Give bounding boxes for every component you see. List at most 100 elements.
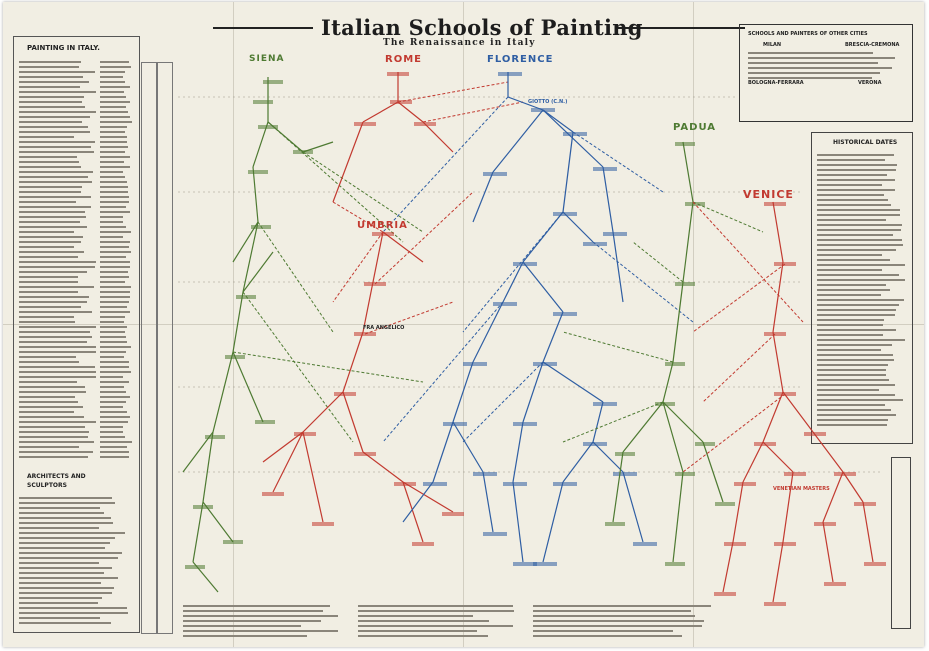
text-line (100, 221, 123, 223)
text-line (817, 289, 890, 291)
lineage-edge (612, 451, 624, 523)
text-line (817, 294, 881, 296)
lineage-edge (267, 121, 404, 243)
other-cities-box (739, 24, 913, 122)
text-line (100, 336, 127, 338)
text-line (817, 279, 905, 281)
fold-line (693, 2, 694, 647)
painter-node (583, 442, 607, 446)
lineage-edge (542, 109, 604, 168)
lineage-edge (782, 471, 794, 543)
text-line (748, 57, 895, 59)
painter-node (493, 302, 517, 306)
text-line (19, 61, 82, 63)
lineage-edge (362, 281, 374, 333)
text-line (817, 304, 899, 306)
text-line (100, 386, 125, 388)
painter-node (253, 100, 273, 104)
text-line (19, 291, 78, 293)
lineage-edge (397, 81, 509, 103)
text-line (100, 261, 130, 263)
text-line (100, 166, 130, 168)
text-line (100, 236, 124, 238)
text-line (100, 376, 123, 378)
text-line (19, 296, 89, 298)
left-column-text (19, 58, 97, 461)
painter-node (533, 562, 557, 566)
vertical-strip (141, 62, 157, 634)
lineage-edge (772, 541, 784, 603)
text-line (533, 605, 712, 607)
painter-node (764, 202, 786, 206)
painter-node (784, 472, 806, 476)
lineage-edge (772, 331, 784, 393)
painter-node (483, 172, 507, 176)
text-line (100, 181, 127, 183)
text-line (100, 176, 126, 178)
lineage-edge (192, 501, 204, 563)
text-line (358, 620, 489, 622)
text-line (19, 111, 96, 113)
painter-node (503, 482, 527, 486)
painter-node (387, 72, 409, 76)
text-line (19, 552, 122, 554)
text-line (19, 441, 95, 443)
text-line (19, 236, 83, 238)
node-label: GIOTTO (C.N.) (528, 99, 568, 105)
lineage-edge (232, 351, 424, 383)
text-line (19, 416, 84, 418)
text-line (19, 86, 80, 88)
text-line (19, 421, 97, 423)
text-line (817, 309, 896, 311)
text-line (100, 156, 131, 158)
fold-line (3, 324, 924, 325)
text-line (817, 184, 883, 186)
text-line (100, 356, 125, 358)
text-line (817, 164, 898, 166)
text-line (19, 146, 91, 148)
text-line (19, 141, 95, 143)
text-line (100, 276, 129, 278)
text-line (100, 456, 129, 458)
text-line (19, 371, 96, 373)
painter-node (312, 522, 334, 526)
painter-node (834, 472, 856, 476)
text-line (100, 281, 126, 283)
text-line (100, 381, 130, 383)
text-line (19, 446, 80, 448)
text-line (19, 391, 87, 393)
text-line (817, 264, 905, 266)
painter-node (563, 132, 587, 136)
lineage-edge (232, 351, 264, 423)
text-line (817, 394, 895, 396)
text-line (817, 374, 886, 376)
painter-node (236, 295, 256, 299)
lineage-edge (342, 391, 364, 453)
lineage-edge (562, 441, 594, 483)
text-line (100, 326, 128, 328)
text-line (19, 562, 99, 564)
painter-node (294, 432, 316, 436)
text-line (19, 246, 75, 248)
text-line (817, 214, 900, 216)
painter-node (263, 80, 283, 84)
lineage-edge (602, 166, 614, 233)
painter-node (205, 435, 225, 439)
lineage-edge (242, 251, 274, 293)
text-line (100, 266, 130, 268)
painter-node (372, 232, 394, 236)
text-line (100, 116, 131, 118)
lineage-edge (332, 121, 364, 203)
text-line (817, 339, 905, 341)
lineage-edge (702, 441, 724, 503)
text-line (533, 610, 691, 612)
lineage-edge (252, 166, 259, 223)
text-line (817, 169, 897, 171)
text-line (19, 527, 99, 529)
lineage-edge (492, 109, 544, 173)
text-line (19, 311, 92, 313)
text-line (100, 301, 129, 303)
painter-node (442, 512, 464, 516)
painter-node (593, 402, 617, 406)
text-line (358, 630, 477, 632)
